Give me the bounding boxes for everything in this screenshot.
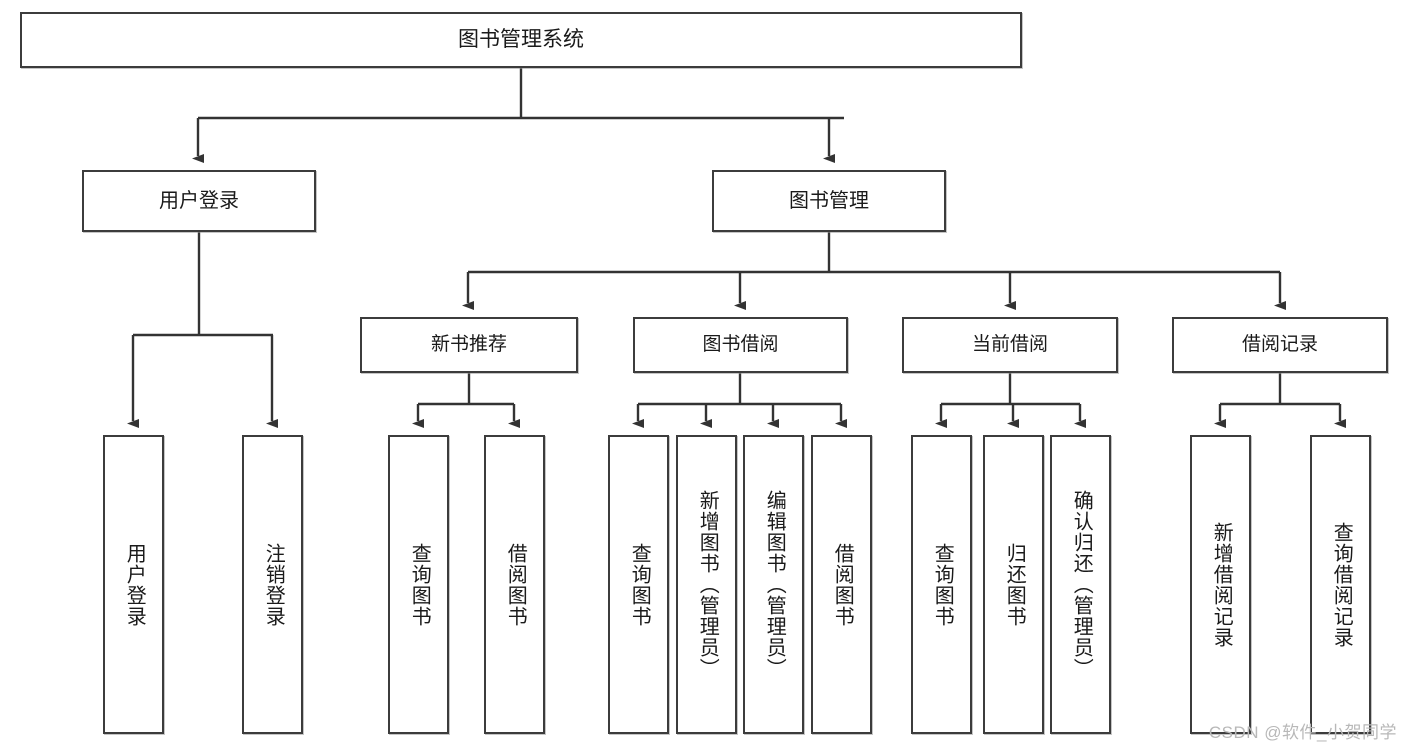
node-leaf-borrow-add[interactable]: 新增图书（管理员） [676, 435, 737, 734]
node-leaf-user-login[interactable]: 用户登录 [103, 435, 164, 734]
node-leaf-rec-search-label: 查询借阅记录 [1330, 521, 1353, 648]
connector-bookmanage-to-level3 [462, 232, 1286, 310]
node-borrow-record-label: 借阅记录 [1241, 333, 1318, 355]
node-user-login[interactable]: 用户登录 [82, 170, 316, 232]
node-leaf-borrow-do[interactable]: 借阅图书 [811, 435, 872, 734]
node-leaf-borrow-add-label: 新增图书（管理员） [696, 490, 719, 679]
node-leaf-cur-confirm[interactable]: 确认归还（管理员） [1050, 435, 1111, 734]
node-leaf-cur-query[interactable]: 查询图书 [911, 435, 972, 734]
node-new-book-rec[interactable]: 新书推荐 [360, 317, 578, 373]
node-borrow-record[interactable]: 借阅记录 [1172, 317, 1388, 373]
connector-newbook-to-leaves [412, 373, 520, 428]
node-book-borrow[interactable]: 图书借阅 [633, 317, 848, 373]
node-new-book-rec-label: 新书推荐 [430, 333, 507, 355]
node-leaf-borrow-query[interactable]: 查询图书 [608, 435, 669, 734]
node-leaf-cur-return[interactable]: 归还图书 [983, 435, 1044, 734]
node-leaf-cur-return-label: 归还图书 [1003, 542, 1026, 627]
connector-currentborrow-to-leaves [935, 373, 1086, 428]
node-root-label: 图书管理系统 [458, 28, 584, 52]
node-leaf-cur-confirm-label: 确认归还（管理员） [1070, 490, 1093, 679]
node-user-login-label: 用户登录 [159, 190, 239, 212]
node-leaf-rec-query[interactable]: 查询图书 [388, 435, 449, 734]
node-leaf-user-logout[interactable]: 注销登录 [242, 435, 303, 734]
node-current-borrow-label: 当前借阅 [971, 333, 1048, 355]
connector-root-to-level2 [192, 68, 844, 163]
node-leaf-borrow-do-label: 借阅图书 [831, 542, 854, 627]
node-leaf-rec-borrow[interactable]: 借阅图书 [484, 435, 545, 734]
node-leaf-rec-borrow-label: 借阅图书 [504, 542, 527, 627]
node-leaf-borrow-edit-label: 编辑图书（管理员） [763, 490, 786, 679]
node-current-borrow[interactable]: 当前借阅 [902, 317, 1118, 373]
node-leaf-borrow-edit[interactable]: 编辑图书（管理员） [743, 435, 804, 734]
watermark: CSDN @软件_小贺同学 [1208, 723, 1397, 742]
node-leaf-cur-query-label: 查询图书 [931, 542, 954, 627]
node-leaf-borrow-query-label: 查询图书 [628, 542, 651, 627]
node-leaf-user-logout-label: 注销登录 [262, 542, 285, 627]
connector-bookborrow-to-leaves [632, 373, 847, 428]
node-book-manage-label: 图书管理 [789, 190, 869, 212]
connector-borrowrecord-to-leaves [1214, 373, 1346, 428]
node-leaf-rec-query-label: 查询图书 [408, 542, 431, 627]
node-leaf-rec-add[interactable]: 新增借阅记录 [1190, 435, 1251, 734]
node-leaf-rec-search[interactable]: 查询借阅记录 [1310, 435, 1371, 734]
connector-userlogin-to-leaves [127, 232, 278, 428]
node-leaf-rec-add-label: 新增借阅记录 [1210, 521, 1233, 648]
node-book-borrow-label: 图书借阅 [702, 333, 779, 355]
node-book-manage[interactable]: 图书管理 [712, 170, 946, 232]
node-root[interactable]: 图书管理系统 [20, 12, 1022, 68]
node-leaf-user-login-label: 用户登录 [123, 542, 146, 627]
